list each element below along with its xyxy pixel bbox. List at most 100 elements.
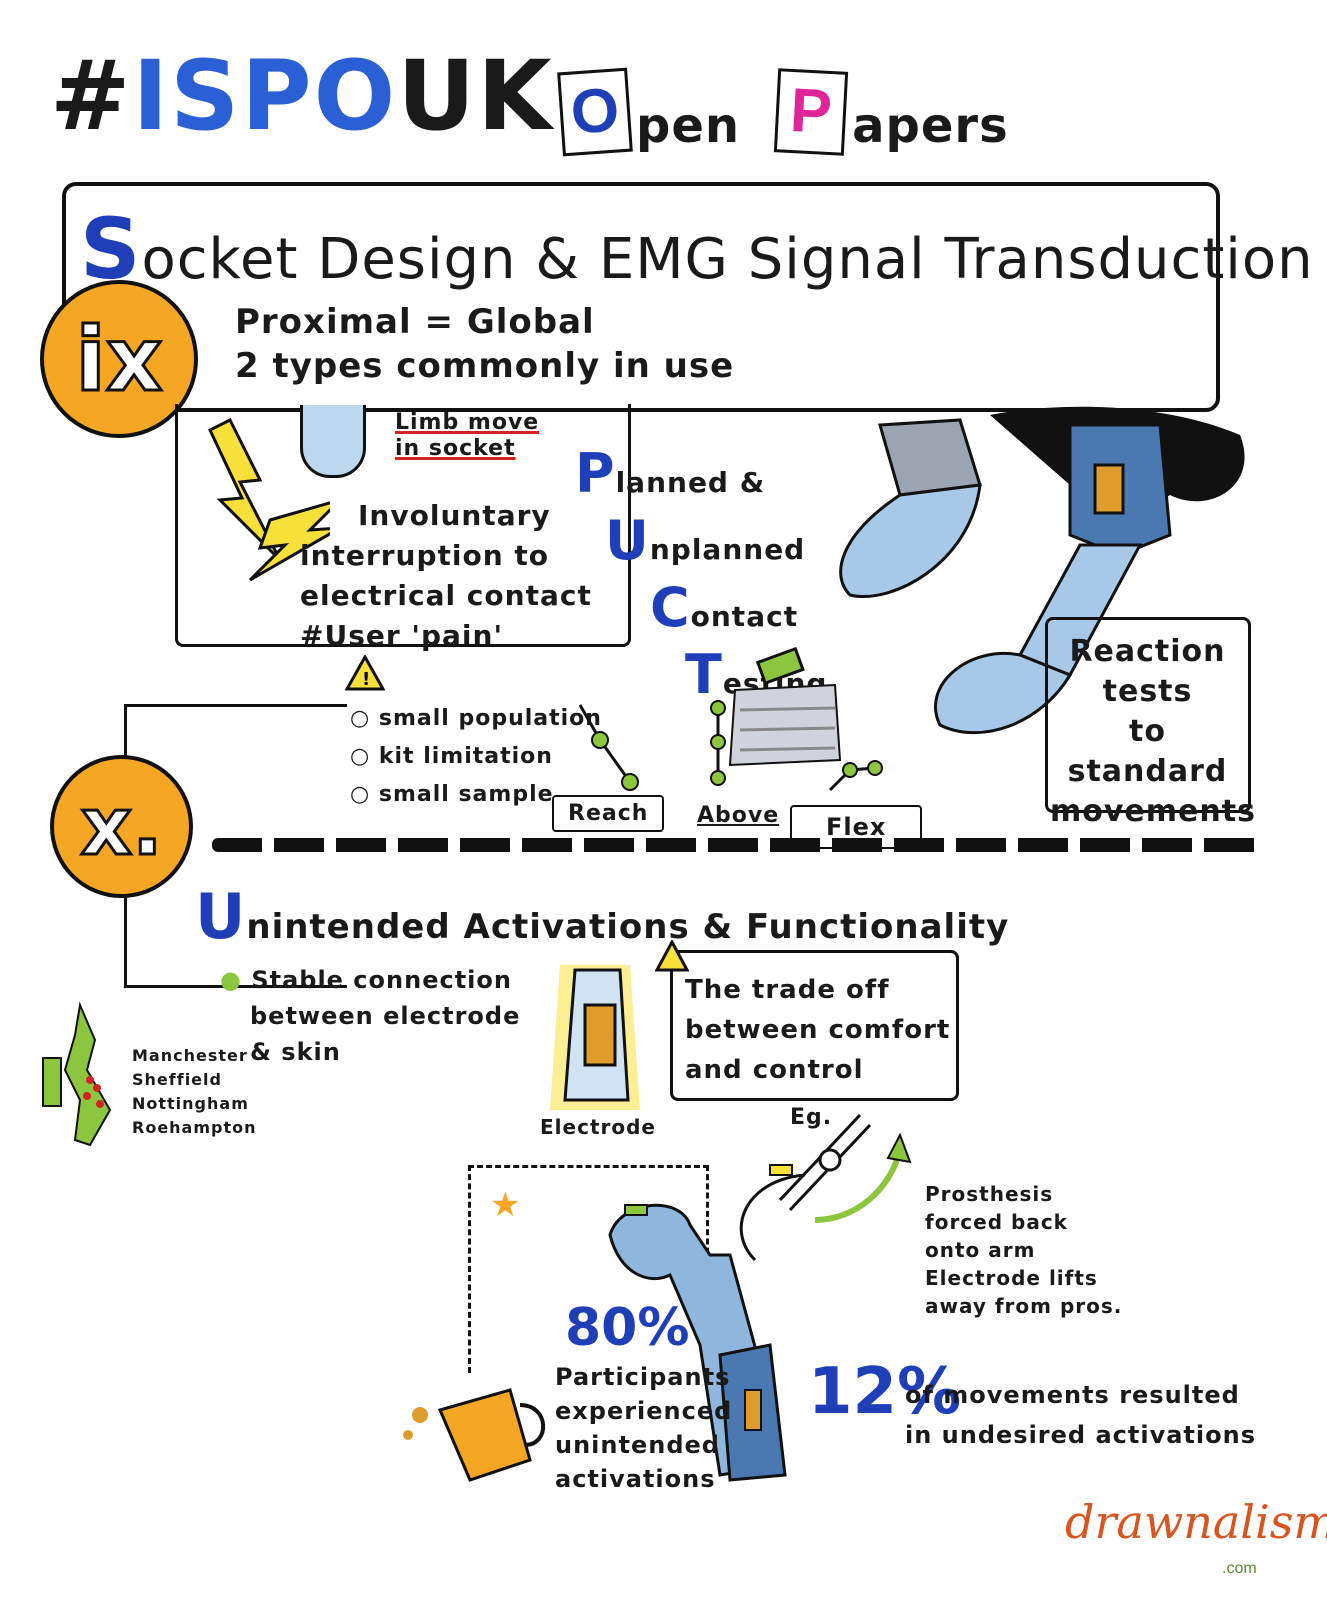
- trade-off-text: The trade off between comfort and contro…: [685, 970, 950, 1090]
- lightning-icon: [208, 417, 330, 582]
- trade-off-line-3: and control: [685, 1055, 864, 1085]
- section-x-title-rest: nintended Activations & Functionality: [246, 907, 1010, 947]
- c-rest: ontact: [690, 600, 799, 633]
- section-x-label: x.: [79, 779, 164, 875]
- example-label: Eg.: [790, 1105, 833, 1130]
- prosthesis-line-1: Prosthesis: [925, 1182, 1054, 1206]
- in-socket-text: in socket: [395, 436, 516, 461]
- prosthesis-line-5: away from pros.: [925, 1294, 1123, 1318]
- prosthesis-lift-diagram: [739, 1113, 912, 1262]
- hashtag-title: #ISPOUK: [50, 40, 554, 152]
- dashed-divider: [212, 838, 1262, 852]
- c-initial: C: [650, 576, 691, 639]
- prosthetic-arm-illustration: [755, 406, 1245, 735]
- section-ix-notes: Proximal = Global 2 types commonly in us…: [235, 300, 734, 388]
- uk-map-icon: [42, 1001, 112, 1147]
- section-x-title: Unintended Activations & Functionality: [195, 880, 1009, 953]
- pain-box: [175, 404, 631, 647]
- warning-icon-2: [655, 940, 689, 972]
- section-ix-label: ix: [74, 306, 164, 412]
- socket-limb-icon: [300, 405, 366, 478]
- stat-80-line-4: activations: [555, 1465, 716, 1493]
- stat-12-text: of movements resulted in undesired activ…: [905, 1375, 1256, 1455]
- u-initial: U: [605, 509, 650, 572]
- main-title: Socket Design & EMG Signal Transduction: [80, 200, 1314, 298]
- stat-80-text: Participants experienced unintended acti…: [555, 1360, 732, 1496]
- hashtag-prefix: #: [50, 40, 133, 152]
- reaction-line-3: to standard: [1067, 714, 1228, 789]
- stat-12-value: 12%: [808, 1355, 962, 1429]
- open-rest: pen: [636, 98, 741, 154]
- section-x-badge: x.: [50, 755, 193, 898]
- papers-rest: apers: [852, 98, 1009, 154]
- limb-move-note: Limb move in socket: [395, 410, 539, 462]
- star-icon: ★: [490, 1186, 521, 1224]
- above-label: Above: [697, 803, 780, 828]
- electrical-contact-text: electrical contact: [300, 579, 592, 612]
- proximal-global: Proximal = Global: [235, 302, 595, 342]
- u-rest: nplanned: [649, 533, 806, 566]
- limitation-3: ○ small sample: [350, 782, 554, 807]
- stable-connection-note: ● Stable connection between electrode & …: [220, 962, 520, 1070]
- reaction-tests-box: [1045, 617, 1251, 813]
- hashtag-ispo: ISPO: [132, 40, 398, 152]
- trade-off-line-1: The trade off: [685, 975, 890, 1005]
- logo-domain: .com: [1222, 1560, 1257, 1577]
- involuntary-text: Involuntary: [358, 499, 551, 532]
- interruption-note: Involuntary interruption to electrical c…: [300, 496, 592, 656]
- open-initial: O: [557, 67, 633, 157]
- section-ix-badge: ix: [40, 280, 198, 438]
- university-3: Nottingham: [132, 1094, 249, 1113]
- universities-list: Manchester Sheffield Nottingham Roehampt…: [132, 1044, 257, 1140]
- interruption-text: interruption to: [300, 539, 550, 572]
- drawnalism-logo: drawnalism: [1065, 1495, 1327, 1549]
- reaction-tests-text: Reaction tests to standard movements: [1050, 632, 1256, 832]
- trade-off-line-2: between comfort: [685, 1015, 951, 1045]
- stat-80-line-1: Participants: [555, 1363, 731, 1391]
- limitation-2: ○ kit limitation: [350, 744, 553, 769]
- section-x-initial: U: [195, 880, 247, 953]
- reaching-arm-illustration: [608, 1203, 787, 1482]
- university-4: Roehampton: [132, 1118, 257, 1137]
- stable-line-2: between electrode: [250, 1002, 521, 1030]
- spilled-mug-icon: [403, 1388, 546, 1482]
- p-rest: lanned &: [615, 466, 766, 499]
- user-pain-text: #User 'pain': [300, 619, 504, 652]
- electrode-illustration: [550, 965, 640, 1110]
- stat-80-line-3: unintended: [555, 1431, 720, 1459]
- prosthesis-line-2: forced back: [925, 1210, 1068, 1234]
- hashtag-uk: UK: [397, 40, 554, 152]
- limitation-1: ○ small population: [350, 706, 602, 731]
- contact-testing-title: Planned & Unplanned Contact Testing: [575, 445, 827, 713]
- stable-line-1: Stable connection: [251, 966, 512, 994]
- reaction-line-1: Reaction: [1069, 634, 1226, 669]
- trade-off-box: [670, 950, 959, 1101]
- open-papers-title: O pen P apers: [557, 67, 1009, 157]
- reaction-line-2: tests: [1102, 674, 1193, 709]
- svg-text:!: !: [362, 669, 370, 690]
- warning-icon: !: [345, 655, 385, 691]
- types-in-use: 2 types commonly in use: [235, 346, 735, 386]
- prosthesis-line-3: onto arm: [925, 1238, 1036, 1262]
- reaction-line-4: movements: [1050, 794, 1256, 829]
- stat-12-line-1: of movements resulted: [905, 1381, 1240, 1409]
- stat-80-line-2: experienced: [555, 1397, 733, 1425]
- limb-move-text: Limb move: [395, 410, 540, 435]
- title-rest: ocket Design & EMG Signal Transduction: [141, 227, 1314, 292]
- prosthesis-note: Prosthesis forced back onto arm Electrod…: [925, 1180, 1122, 1320]
- reach-label: Reach: [552, 795, 665, 832]
- table-surface-icon: [728, 683, 842, 767]
- header-box: [62, 182, 1220, 412]
- university-2: Sheffield: [132, 1070, 222, 1089]
- t-initial: T: [685, 643, 723, 706]
- p-initial: P: [575, 442, 616, 505]
- stable-line-3: & skin: [250, 1038, 341, 1066]
- electrode-label: Electrode: [540, 1115, 656, 1139]
- stat-80-value: 80%: [565, 1298, 690, 1358]
- prosthesis-line-4: Electrode lifts: [925, 1266, 1098, 1290]
- limitations-list: ○ small population ○ kit limitation ○ sm…: [350, 700, 602, 814]
- stat-12-line-2: in undesired activations: [905, 1421, 1256, 1449]
- papers-initial: P: [773, 68, 849, 156]
- movement-diagrams: [578, 700, 883, 792]
- university-1: Manchester: [132, 1046, 248, 1065]
